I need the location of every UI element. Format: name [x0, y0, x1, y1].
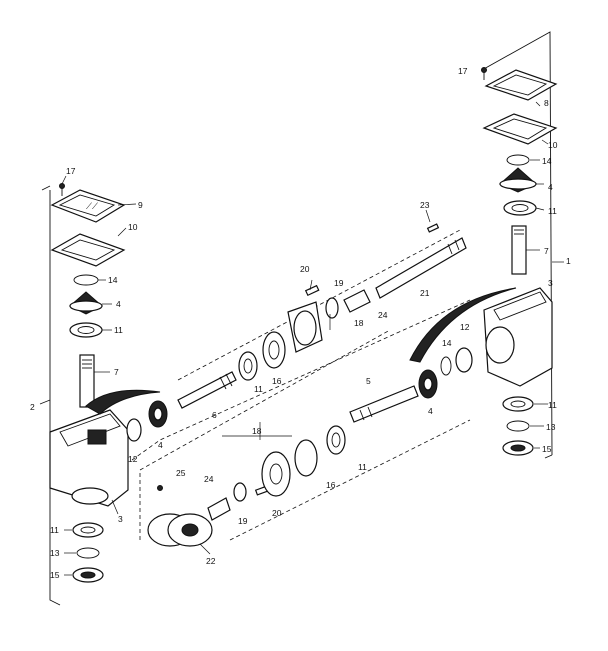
- lower-shaft: [349, 385, 419, 423]
- label-20: 20: [272, 508, 282, 518]
- left-cover-plate: ⟋⟋: [50, 189, 126, 223]
- upper-flange: [262, 331, 286, 369]
- pulley: [147, 513, 213, 547]
- label-17: 17: [458, 66, 468, 76]
- right-gasket: [482, 113, 558, 145]
- label-11: 11: [50, 525, 59, 535]
- left-snap-ring: [73, 274, 99, 286]
- label-6: 6: [212, 410, 217, 420]
- upper-bearing-cap: [287, 301, 323, 353]
- label-24: 24: [378, 310, 388, 320]
- label-15: 15: [542, 444, 552, 454]
- lower-flange: [294, 439, 318, 477]
- lower-shaft-dashed-outline: [139, 329, 471, 541]
- left-gasket: [50, 233, 126, 267]
- label-13: 13: [546, 422, 556, 432]
- lower-spacer: [207, 497, 231, 521]
- right-bottom-ring: [506, 420, 530, 432]
- label-4: 4: [428, 406, 433, 416]
- label-15: 15: [50, 570, 60, 580]
- label-13: 13: [50, 548, 60, 558]
- label-21: 21: [420, 288, 430, 298]
- upper-spacer: [343, 289, 371, 313]
- label-10: 10: [128, 222, 138, 232]
- right-screw: [481, 67, 487, 80]
- label-11: 11: [114, 325, 123, 335]
- left-bevel-gear: [69, 291, 103, 315]
- upper-long-shaft: [375, 237, 467, 299]
- label-20: 20: [300, 264, 310, 274]
- lower-small-bearing: [233, 482, 247, 502]
- label-18: 18: [354, 318, 364, 328]
- right-side-ring: [440, 356, 452, 376]
- left-screw: [59, 183, 65, 196]
- label-22: 22: [206, 556, 216, 566]
- label-11: 11: [254, 384, 263, 394]
- upper-small-bearing: [325, 297, 339, 319]
- left-top-bearing: [69, 322, 103, 338]
- label-4: 4: [548, 182, 553, 192]
- left-side-bearing: [126, 418, 142, 442]
- label-18: 18: [252, 426, 262, 436]
- left-assembly-bracket: [41, 185, 61, 606]
- right-top-bearing: [503, 200, 537, 216]
- label-5: 5: [366, 376, 371, 386]
- label-4: 4: [116, 299, 121, 309]
- svg-text:⟋⟋: ⟋⟋: [86, 201, 99, 211]
- label-25: 25: [176, 468, 186, 478]
- label-3: 3: [548, 278, 553, 288]
- label-7: 7: [544, 246, 549, 256]
- callout-labels: 1 2 3 3 4 4 4 4 5 6 7 7 8 9 10 10 11 11 …: [30, 66, 571, 580]
- label-4: 4: [158, 440, 163, 450]
- right-side-bearing: [455, 347, 473, 373]
- label-8: 8: [544, 98, 549, 108]
- label-24: 24: [204, 474, 214, 484]
- label-3: 3: [118, 514, 123, 524]
- right-gearbox-housing: [409, 287, 553, 387]
- label-17: 17: [66, 166, 76, 176]
- label-10: 10: [548, 140, 558, 150]
- label-16: 16: [272, 376, 282, 386]
- upper-shaft: [177, 371, 237, 409]
- label-11: 11: [548, 206, 557, 216]
- label-14: 14: [108, 275, 118, 285]
- label-12: 12: [128, 454, 138, 464]
- upper-bearing: [238, 351, 258, 381]
- label-2: 2: [30, 402, 35, 412]
- right-snap-ring: [506, 154, 530, 166]
- lower-bearing-cap: [261, 451, 291, 497]
- right-bottom-seal: [502, 440, 534, 456]
- lower-bearing: [326, 425, 346, 455]
- left-bottom-seal: [72, 567, 104, 583]
- right-bevel-gear: [499, 167, 537, 193]
- left-gearbox-housing: [49, 389, 161, 507]
- label-19: 19: [238, 516, 248, 526]
- leader-lines: [39, 101, 564, 576]
- left-side-gear: [148, 400, 168, 428]
- label-19: 19: [334, 278, 344, 288]
- label-12: 12: [460, 322, 470, 332]
- label-9: 9: [138, 200, 143, 210]
- left-vertical-shaft: [79, 354, 95, 408]
- label-16: 16: [326, 480, 336, 490]
- label-14: 14: [542, 156, 552, 166]
- upper-shaft-dashed-outline: [131, 229, 471, 461]
- label-1: 1: [566, 256, 571, 266]
- label-11: 11: [548, 400, 557, 410]
- lower-gear: [418, 369, 438, 399]
- left-bottom-bearing: [72, 522, 104, 538]
- key-pin: [426, 223, 440, 233]
- pin: [157, 485, 163, 491]
- right-bottom-bearing: [502, 396, 534, 412]
- left-bottom-ring: [76, 547, 100, 559]
- label-11: 11: [358, 462, 367, 472]
- upper-bolt: [304, 284, 320, 297]
- label-14: 14: [442, 338, 452, 348]
- right-cover-plate: [484, 69, 558, 101]
- label-7: 7: [114, 367, 119, 377]
- label-23: 23: [420, 200, 430, 210]
- right-vertical-shaft: [511, 225, 527, 275]
